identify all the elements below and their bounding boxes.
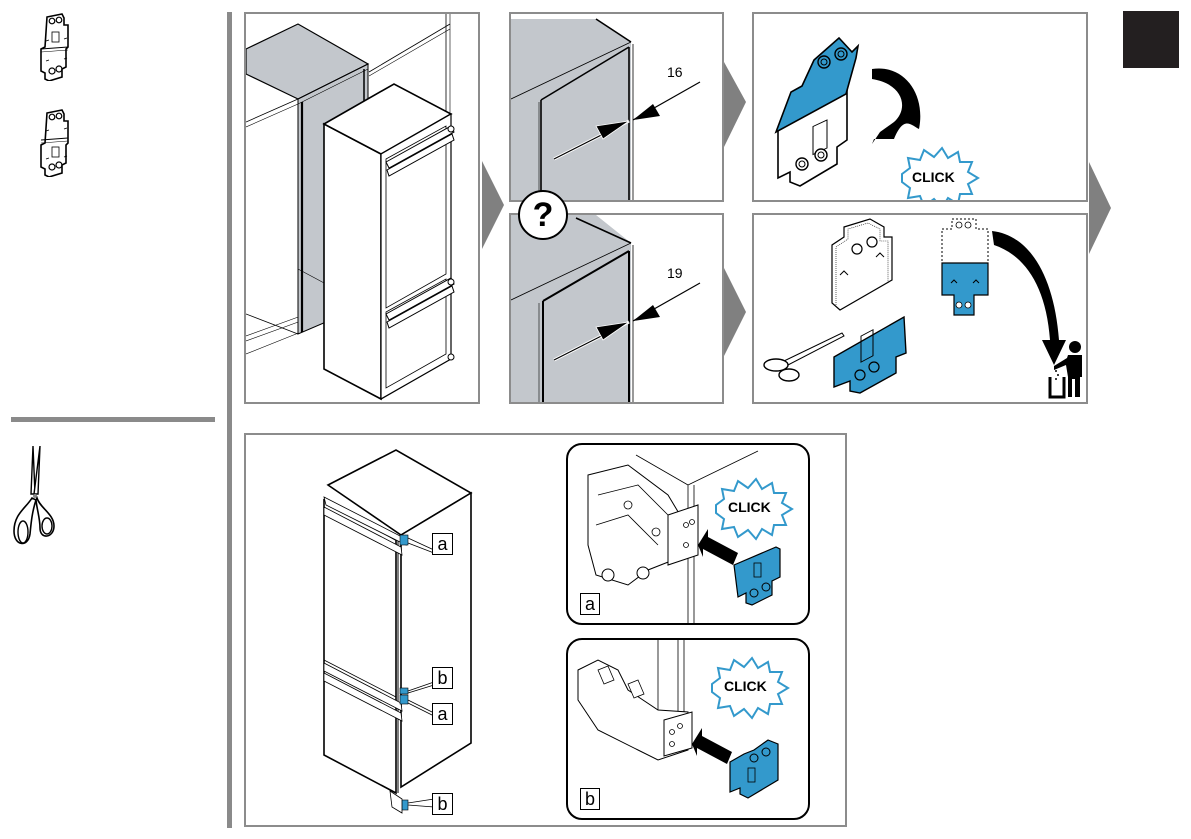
panel-fold-bracket: CLICK <box>752 12 1088 202</box>
part-bracket-b <box>35 107 75 177</box>
question-mark-icon: ? <box>532 196 554 234</box>
section-marker <box>1123 11 1179 68</box>
door-thickness-16-illustration <box>511 18 701 200</box>
callout-label: a <box>432 703 453 725</box>
door-thickness-19-illustration <box>511 215 701 402</box>
detail-a: CLICK a <box>566 443 810 625</box>
detail-label: a <box>580 593 600 615</box>
bracket-icon <box>40 13 69 81</box>
tool-scissors <box>10 446 60 551</box>
hinge-detail-a-illustration <box>587 450 794 623</box>
flow-arrow-icon <box>1089 162 1111 254</box>
dispose-trash-icon <box>1048 341 1082 399</box>
flow-arrow-icon <box>724 62 746 147</box>
callout-label: b <box>432 667 453 689</box>
flow-arrow-icon <box>482 161 504 249</box>
detail-label: b <box>580 788 600 810</box>
bracket-icon <box>40 109 69 177</box>
click-starburst-icon <box>711 656 790 720</box>
scissors-icon <box>13 446 55 545</box>
flow-arrow-icon <box>724 268 746 356</box>
fridge-niche-illustration <box>246 14 455 401</box>
panel-measure-16: 16 <box>509 12 724 202</box>
hinge-detail-b-illustration <box>577 640 790 799</box>
click-label: CLICK <box>728 499 771 515</box>
dimension-label: 19 <box>667 265 683 281</box>
dimension-label: 16 <box>667 64 683 80</box>
sidebar-divider <box>11 417 215 422</box>
panel-step-insert <box>244 12 480 404</box>
panel-cut-dispose <box>752 213 1088 404</box>
click-starburst-icon <box>715 477 794 541</box>
click-label: CLICK <box>912 169 955 185</box>
click-label: CLICK <box>724 678 767 694</box>
detail-b: CLICK b <box>566 638 810 820</box>
part-bracket-a <box>35 11 75 81</box>
cut-dispose-illustration <box>763 218 1082 399</box>
fold-bracket-illustration <box>774 36 980 200</box>
question-badge: ? <box>518 190 568 240</box>
scissors-icon <box>763 332 845 382</box>
panel-mount-brackets: a b a b CLICK a <box>244 433 847 827</box>
panel-measure-19: 19 <box>509 213 724 404</box>
column-divider <box>227 12 232 828</box>
fridge-callouts-illustration <box>323 449 473 814</box>
callout-label: a <box>432 533 453 555</box>
callout-label: b <box>432 793 453 815</box>
click-starburst-icon <box>901 146 980 200</box>
